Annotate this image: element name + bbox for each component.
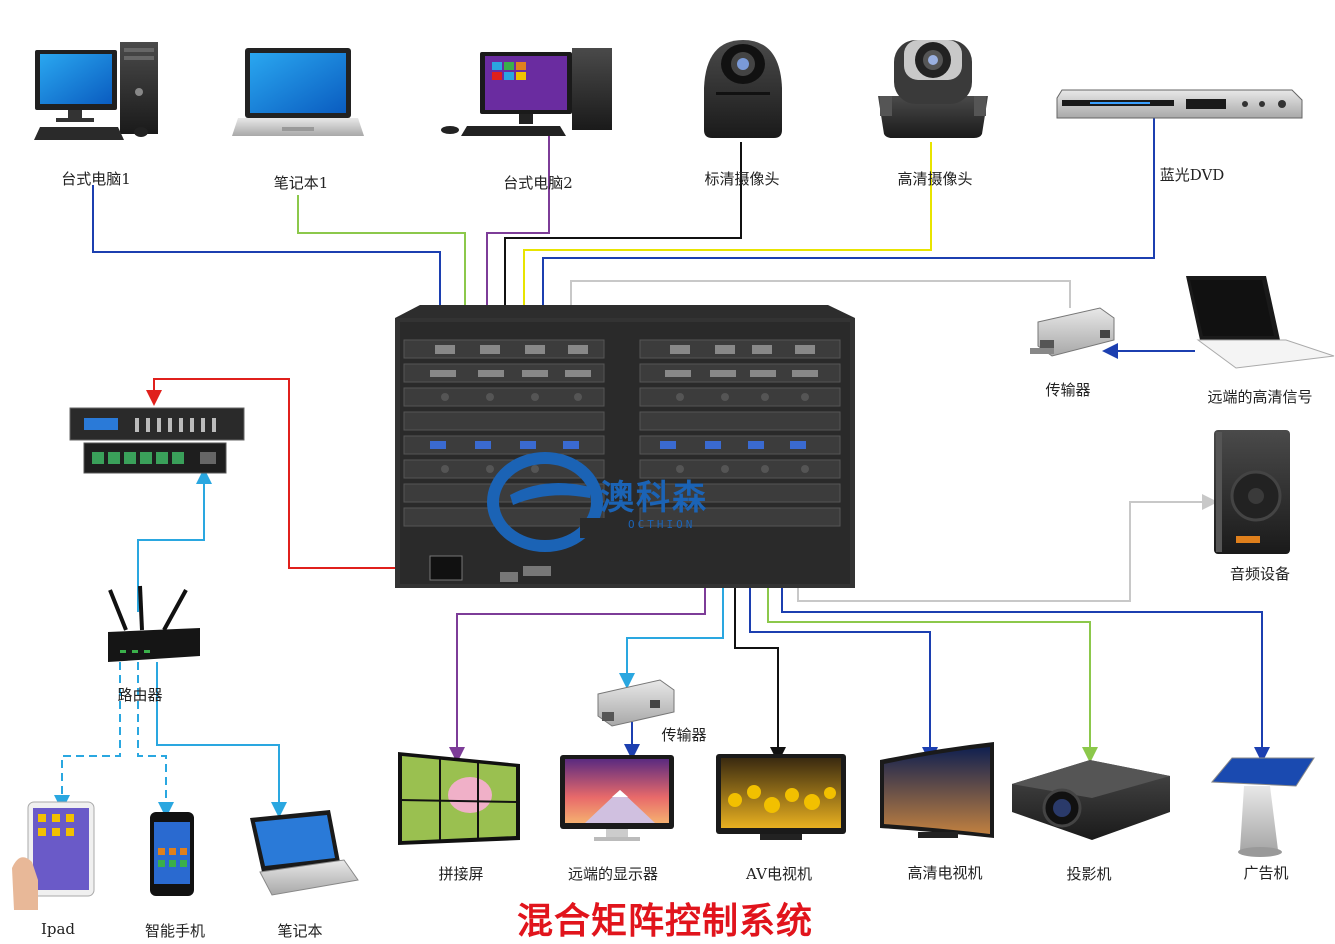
output-label-video-wall: 拼接屏 [438,865,484,883]
output-connections [449,494,1270,763]
output-label-monitor: 远端的显示器 [567,865,659,883]
hd-tv-icon [880,742,994,838]
client-label-smartphone: 智能手机 [144,922,206,940]
output-cards [639,339,841,527]
client-label-laptop: 笔记本 [277,922,323,940]
transmitter-icon [597,679,675,727]
monitor-icon [560,755,674,841]
source-label-pc2: 台式电脑2 [503,174,573,192]
video-wall-icon [398,752,520,845]
source-label-sd-cam: 标清摄像头 [704,170,780,188]
desktop-pc-icon [441,48,612,136]
kiosk-icon [1210,757,1315,857]
output-label-projector: 投影机 [1066,865,1112,883]
brand-name: 澳科森 [600,478,708,518]
hd-camera-icon [878,40,988,138]
source-label-bluray: 蓝光DVD [1159,166,1225,184]
control-connections [54,378,405,818]
source-connections [92,112,1195,359]
output-transmitter-label: 传输器 [661,726,707,744]
laptop-icon [1186,276,1335,369]
source-label-laptop1: 笔记本1 [273,174,329,192]
laptop-icon [250,810,359,896]
output-label-hd-tv: 高清电视机 [907,864,983,882]
ipad-icon [12,801,95,910]
remote-transmitter-label: 传输器 [1045,381,1091,399]
brand-logo-icon [487,452,620,552]
source-label-hd-cam: 高清摄像头 [897,170,973,188]
router-label: 路由器 [117,686,163,704]
bluray-dvd-icon [1056,89,1303,119]
speaker-icon [1214,430,1290,554]
transmitter-icon [1030,307,1115,357]
source-label-pc1: 台式电脑1 [61,170,131,188]
brand-subtitle: OCTHION [628,518,696,531]
projector-icon [1012,760,1170,840]
central-controller-icon [69,407,245,474]
laptop-icon [232,48,364,136]
output-label-kiosk: 广告机 [1243,864,1289,882]
output-label-av-tv: AV电视机 [746,865,812,883]
audio-device-label: 音频设备 [1229,565,1291,583]
desktop-pc-icon [34,42,158,140]
matrix-switcher [395,305,855,588]
router-icon [108,585,200,662]
remote-signal-label: 远端的高清信号 [1207,388,1313,406]
sd-camera-icon [704,40,782,138]
av-tv-icon [716,754,846,840]
client-label-ipad: Ipad [40,920,76,938]
smartphone-icon [150,812,194,896]
page-title: 混合矩阵控制系统 [516,901,814,942]
